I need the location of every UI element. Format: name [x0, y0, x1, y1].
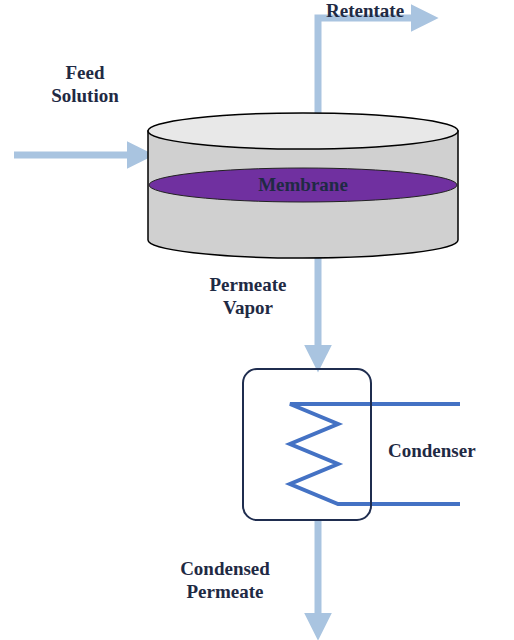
condensed-permeate-arrow	[315, 521, 322, 628]
condenser-box: Condenser	[242, 368, 372, 521]
condenser-label: Condenser	[388, 440, 476, 462]
membrane-label: Membrane	[258, 174, 348, 196]
membrane-module	[148, 113, 458, 258]
retentate-arrow	[318, 18, 426, 128]
feed-arrow	[14, 152, 142, 159]
feed-label: Feed Solution	[30, 62, 140, 108]
edge-label: Permeate Vapor	[188, 274, 308, 320]
retentate-label: Retentate	[326, 0, 426, 23]
condensed-permeate-label: Condensed Permeate	[150, 558, 300, 604]
membrane-ellipse: Membrane	[148, 167, 458, 203]
